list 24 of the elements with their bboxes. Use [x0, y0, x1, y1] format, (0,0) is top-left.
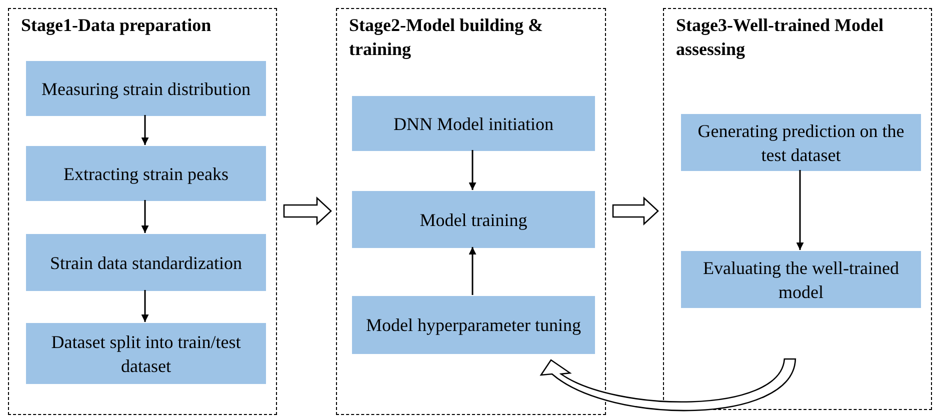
stage-panel — [663, 8, 932, 410]
process-box: Model training — [352, 191, 595, 248]
arrow — [468, 247, 476, 295]
process-box: Dataset split into train/test dataset — [26, 323, 266, 384]
process-box: Strain data standardization — [26, 234, 266, 291]
process-box: Model hyperparameter tuning — [352, 296, 595, 354]
arrow — [796, 170, 804, 250]
hollow-arrow — [540, 358, 796, 412]
arrow — [141, 115, 149, 145]
stage-panel — [336, 8, 606, 415]
stage-title: Stage2-Model building & training — [349, 14, 544, 61]
process-box: DNN Model initiation — [352, 96, 595, 151]
stage-title: Stage1-Data preparation — [21, 14, 212, 37]
arrow — [141, 290, 149, 322]
arrow — [468, 150, 476, 190]
stage-title: Stage3-Well-trained Model assessing — [676, 14, 884, 61]
process-box: Evaluating the well-trained model — [681, 251, 921, 308]
process-box: Generating prediction on the test dataset — [681, 114, 921, 171]
arrow — [141, 200, 149, 233]
process-box: Measuring strain distribution — [26, 61, 266, 116]
stage-panel — [8, 8, 277, 415]
hollow-arrow — [612, 196, 659, 226]
process-box: Extracting strain peaks — [26, 146, 266, 201]
hollow-arrow — [283, 196, 332, 226]
